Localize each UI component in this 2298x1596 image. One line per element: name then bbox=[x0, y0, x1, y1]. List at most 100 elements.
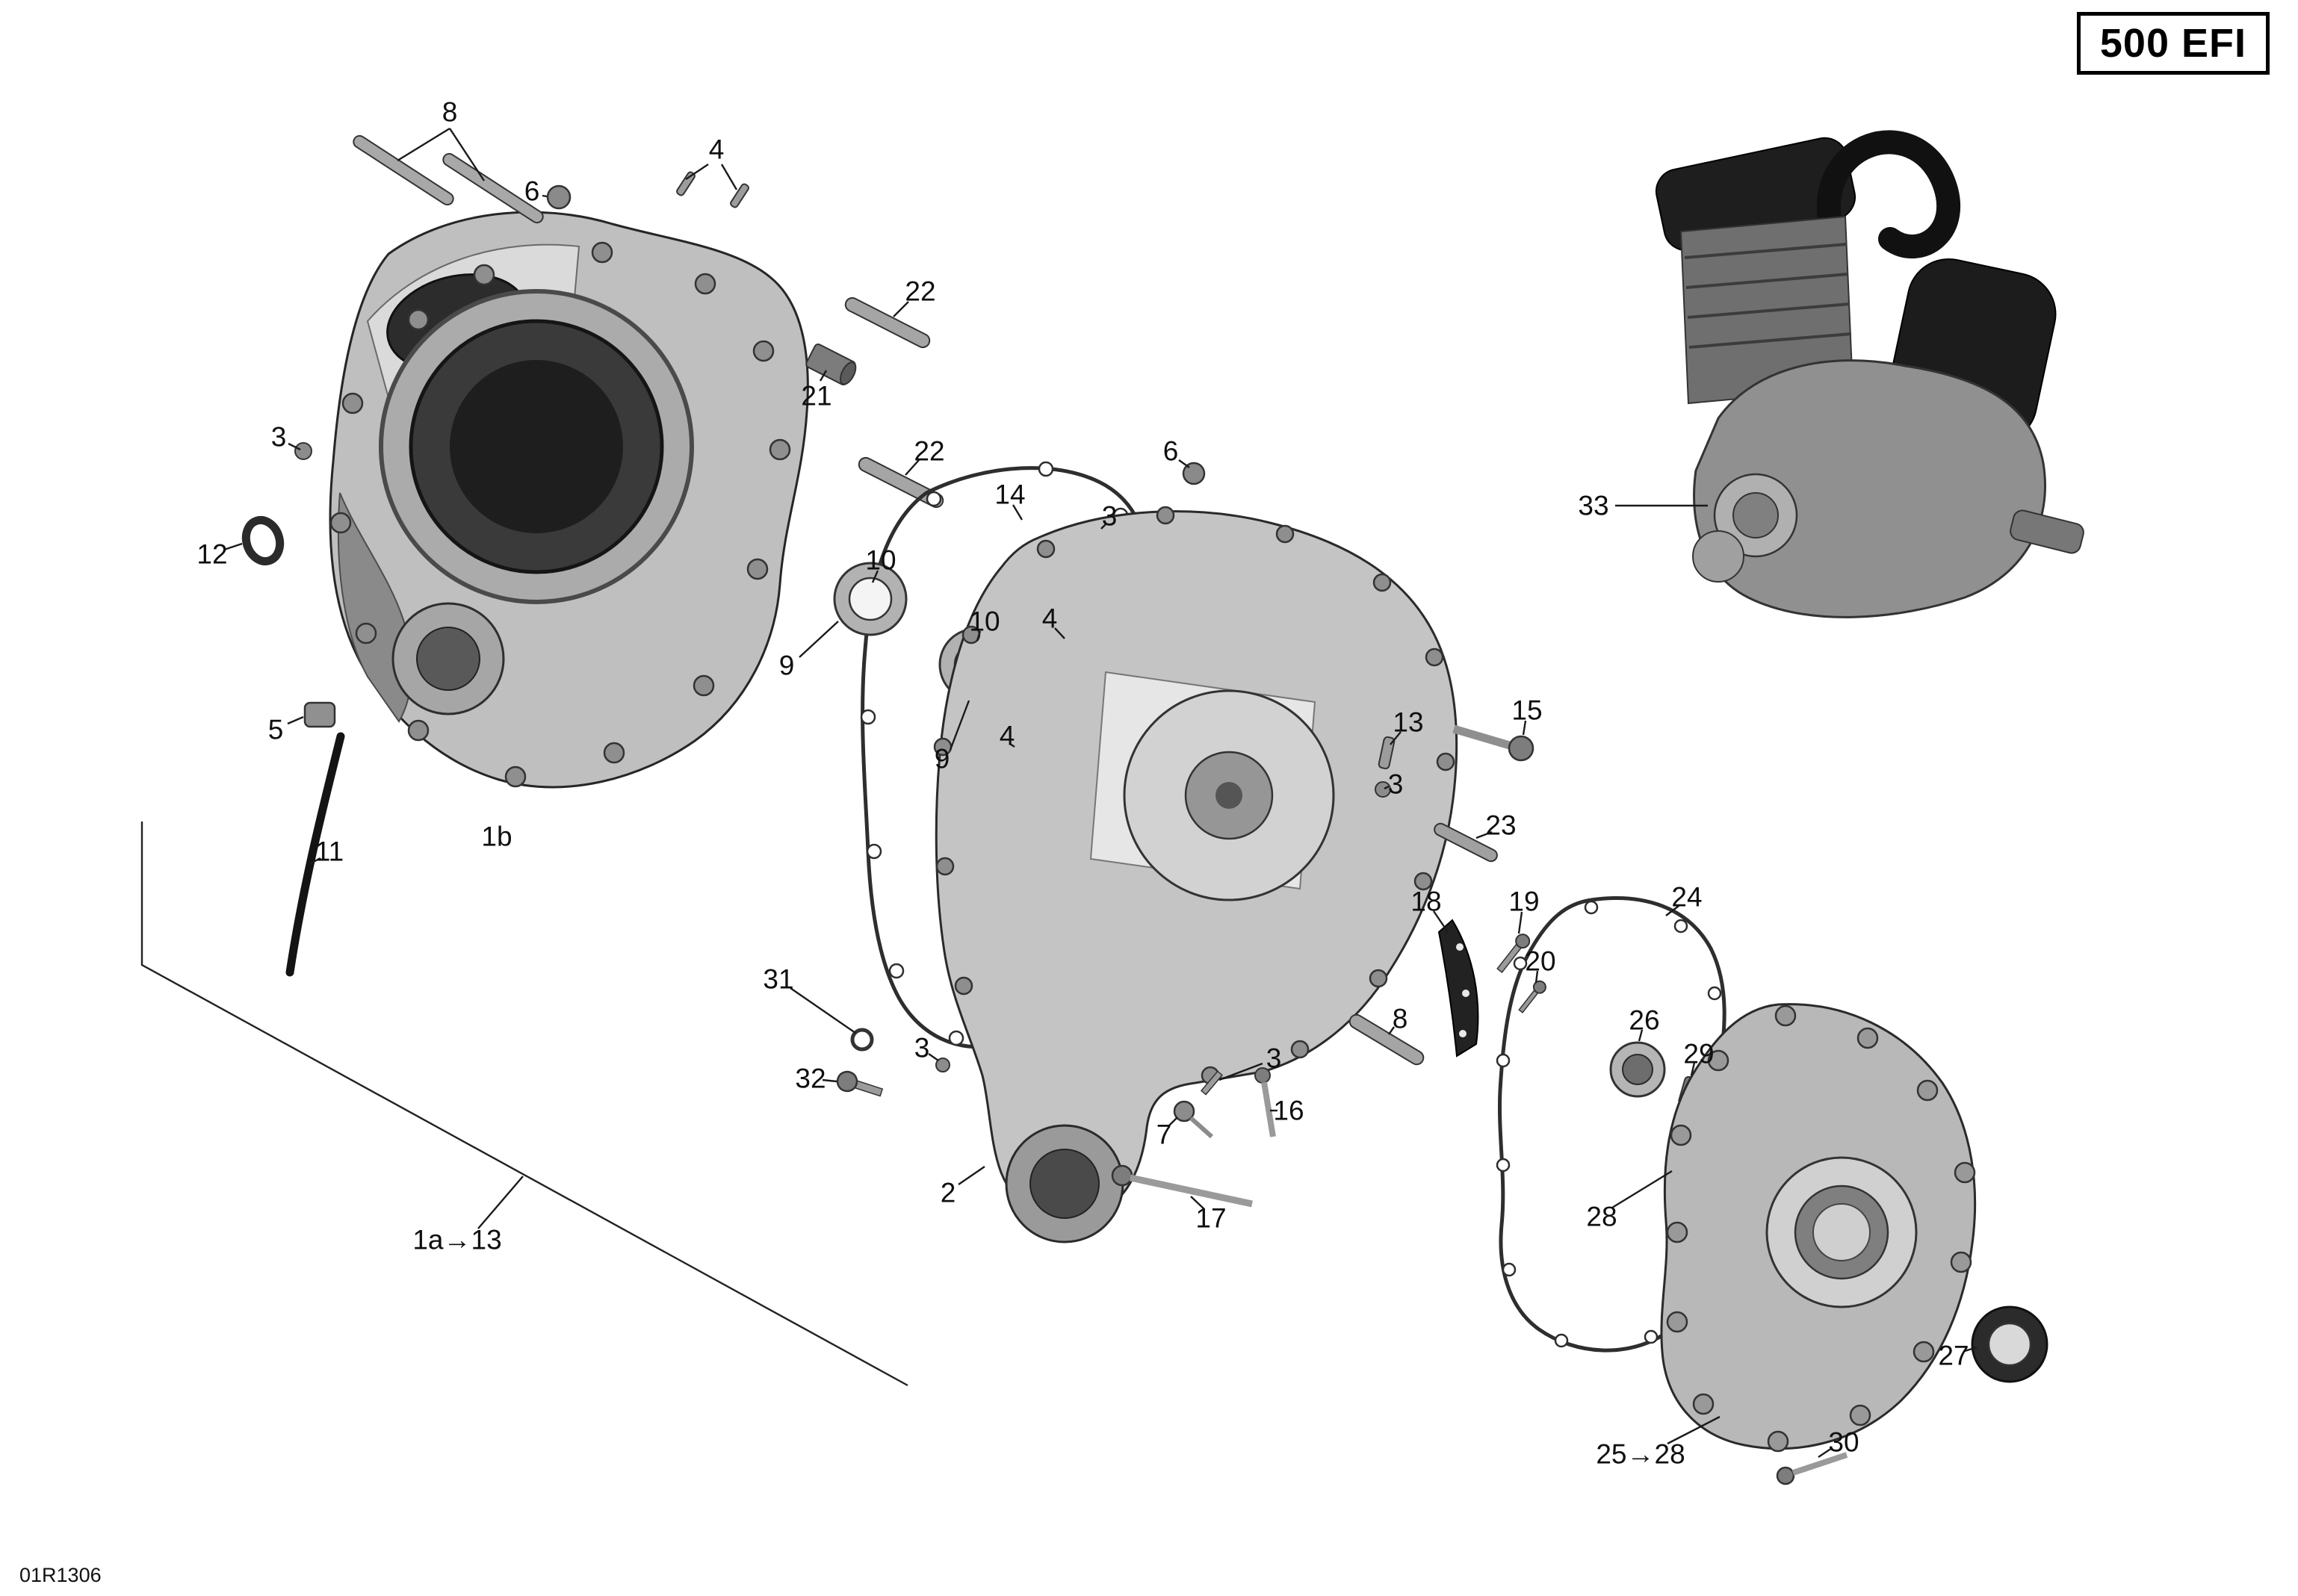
leader-line bbox=[1534, 970, 1539, 984]
leader-line bbox=[397, 127, 450, 162]
callout-24: 24 bbox=[1671, 882, 1702, 913]
callout-5: 5 bbox=[268, 715, 284, 745]
cylinder-stud bbox=[442, 152, 544, 224]
callout-31: 31 bbox=[763, 964, 793, 995]
callout-4: 4 bbox=[1042, 603, 1058, 634]
callout-33: 33 bbox=[1578, 491, 1608, 521]
leader-line bbox=[893, 301, 909, 317]
leader-line bbox=[1100, 524, 1106, 530]
leader-line bbox=[288, 442, 301, 451]
callout-18: 18 bbox=[1410, 887, 1441, 917]
screw bbox=[935, 1058, 950, 1072]
leader-line bbox=[790, 987, 856, 1034]
plug-cap bbox=[546, 184, 572, 210]
callout-3: 3 bbox=[914, 1033, 930, 1064]
callout-17: 17 bbox=[1195, 1203, 1226, 1234]
callout-6: 6 bbox=[1163, 436, 1179, 467]
bearing-bushing bbox=[1609, 1041, 1666, 1098]
small-bolt bbox=[1496, 934, 1531, 974]
dowel-pin-long bbox=[844, 296, 931, 349]
callout-1a→13: 1a→13 bbox=[412, 1225, 501, 1255]
magneto-cover bbox=[1660, 1003, 1977, 1453]
callout-3: 3 bbox=[1266, 1043, 1282, 1074]
callout-4: 4 bbox=[709, 134, 725, 165]
callout-1b: 1b bbox=[481, 822, 512, 852]
callout-3: 3 bbox=[1388, 769, 1404, 800]
callout-6: 6 bbox=[524, 176, 540, 207]
callout-28: 28 bbox=[1586, 1202, 1617, 1232]
right-crankcase-half bbox=[933, 506, 1458, 1243]
plug bbox=[303, 701, 336, 728]
callout-16: 16 bbox=[1273, 1096, 1304, 1126]
callout-20: 20 bbox=[1525, 946, 1555, 977]
dowel-pin bbox=[1378, 736, 1396, 770]
screw bbox=[1375, 781, 1391, 798]
leader-line bbox=[1178, 459, 1190, 468]
leader-line bbox=[819, 370, 828, 382]
leader-line bbox=[1667, 1415, 1721, 1445]
callout-12: 12 bbox=[196, 539, 227, 570]
leader-line bbox=[1638, 1029, 1644, 1042]
plug-cap bbox=[1182, 462, 1206, 485]
leader-line bbox=[1168, 1117, 1178, 1126]
leader-line bbox=[1964, 1346, 1978, 1353]
leader-line bbox=[685, 164, 709, 180]
leader-line bbox=[1517, 911, 1523, 934]
leader-line bbox=[1522, 720, 1527, 736]
left-crankcase-half bbox=[329, 211, 809, 789]
intake-hose-loop bbox=[1817, 130, 1961, 258]
leader-line bbox=[720, 164, 738, 190]
model-badge: 500 EFI bbox=[2076, 12, 2270, 75]
callout-4: 4 bbox=[1000, 721, 1015, 751]
callout-8: 8 bbox=[442, 97, 458, 128]
callout-9: 9 bbox=[779, 650, 795, 681]
callout-10: 10 bbox=[969, 606, 1000, 637]
bolt-holes bbox=[329, 241, 791, 788]
dowel-pin bbox=[676, 171, 696, 196]
leader-line bbox=[871, 570, 879, 583]
dowel-pin-long bbox=[1348, 1013, 1425, 1066]
bolt-holes bbox=[933, 506, 1455, 1085]
leader-line bbox=[949, 700, 970, 751]
callout-22: 22 bbox=[905, 276, 935, 307]
callout-19: 19 bbox=[1508, 887, 1539, 917]
callout-23: 23 bbox=[1485, 810, 1516, 841]
callout-22: 22 bbox=[914, 436, 944, 467]
chain-tensioner-guide bbox=[1437, 919, 1479, 1058]
leader-line bbox=[1009, 743, 1015, 748]
callout-3: 3 bbox=[1102, 501, 1118, 532]
leader-line bbox=[1818, 1447, 1833, 1458]
leader-line bbox=[223, 542, 243, 551]
leader-line bbox=[958, 1166, 985, 1185]
leader-line bbox=[477, 1176, 524, 1229]
document-code: 01R1306 bbox=[19, 1564, 102, 1586]
callout-25→28: 25→28 bbox=[1596, 1439, 1685, 1470]
callout-13: 13 bbox=[1393, 707, 1423, 738]
oil-seal-small bbox=[241, 516, 285, 565]
leader-line bbox=[905, 459, 920, 476]
breather-hose bbox=[285, 732, 345, 977]
callout-7: 7 bbox=[1156, 1120, 1172, 1150]
callout-10: 10 bbox=[865, 545, 896, 576]
callout-27: 27 bbox=[1938, 1341, 1969, 1371]
callout-14: 14 bbox=[994, 479, 1025, 510]
leader-line bbox=[1012, 504, 1023, 521]
screw bbox=[294, 442, 312, 460]
leader-line bbox=[1611, 1170, 1673, 1209]
leader-line bbox=[1433, 910, 1449, 933]
leader-line bbox=[1190, 1196, 1205, 1210]
crankshaft-bearing-shell bbox=[833, 562, 908, 636]
cover-bolt bbox=[1776, 1452, 1848, 1485]
callout-2: 2 bbox=[941, 1178, 956, 1208]
callout-32: 32 bbox=[795, 1064, 826, 1094]
crankshaft-oil-seal bbox=[1971, 1305, 2048, 1383]
assembled-engine bbox=[1655, 130, 2084, 618]
callout-8: 8 bbox=[1393, 1004, 1408, 1034]
callout-11: 11 bbox=[315, 836, 344, 867]
dowel-pin bbox=[1200, 1070, 1224, 1096]
callout-30: 30 bbox=[1828, 1427, 1859, 1458]
callout-9: 9 bbox=[935, 744, 950, 774]
